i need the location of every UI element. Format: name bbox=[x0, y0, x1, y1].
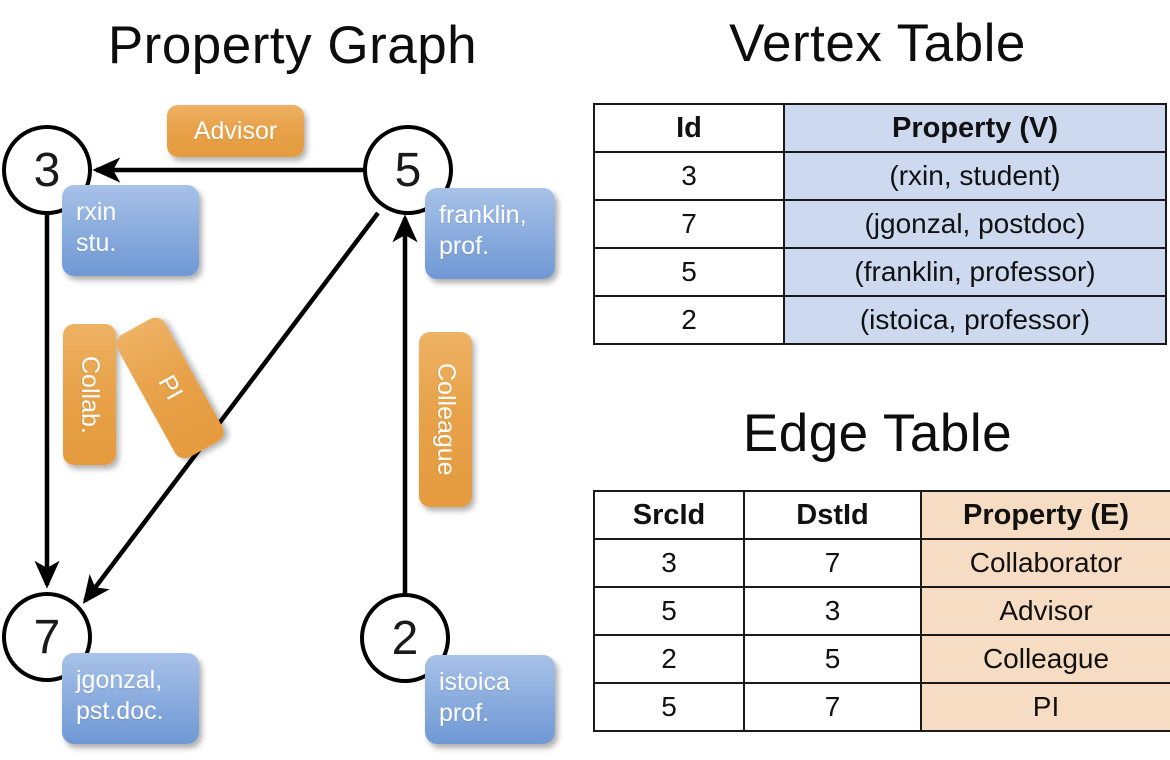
vertex-property-rxin-line2: stu. bbox=[76, 229, 117, 257]
vertex-property-istoica-line2: prof. bbox=[439, 699, 490, 727]
edge-row-3-src: 5 bbox=[593, 682, 745, 732]
edge-row-2-dst: 5 bbox=[743, 634, 922, 684]
edge-row-0-dst: 7 bbox=[743, 538, 922, 588]
edge-label-advisor-text: Advisor bbox=[193, 116, 278, 145]
table-row[interactable]: 2 (istoica, professor) bbox=[593, 295, 1167, 345]
table-row[interactable]: 5 3 Advisor bbox=[593, 586, 1170, 636]
vertex-row-1-property: (jgonzal, postdoc) bbox=[783, 199, 1167, 249]
vertex-property-box-rxin: rxin stu. bbox=[62, 185, 199, 276]
graph-node-3-label: 3 bbox=[33, 143, 61, 197]
vertex-row-1-id: 7 bbox=[593, 199, 785, 249]
edge-row-3-property: PI bbox=[920, 682, 1170, 732]
edge-table-header-property: Property (E) bbox=[920, 490, 1170, 540]
vertex-property-franklin-line1: franklin, bbox=[439, 201, 527, 229]
page-title-vertex-table: Vertex Table bbox=[729, 14, 1026, 73]
property-graph-edges bbox=[34, 157, 418, 604]
graph-node-5-label: 5 bbox=[394, 143, 422, 197]
edge-label-collab-text: Collab. bbox=[76, 355, 104, 434]
graph-node-5[interactable]: 5 bbox=[363, 125, 453, 215]
edge-row-0-property: Collaborator bbox=[920, 538, 1170, 588]
vertex-row-3-property: (istoica, professor) bbox=[783, 295, 1167, 345]
vertex-property-franklin-line2: prof. bbox=[439, 232, 490, 260]
vertex-table-header-id: Id bbox=[593, 103, 785, 153]
vertex-property-box-franklin: franklin, prof. bbox=[425, 188, 555, 279]
table-row[interactable]: 5 (franklin, professor) bbox=[593, 247, 1167, 297]
vertex-property-istoica-line1: istoica bbox=[439, 668, 510, 696]
edge-label-advisor: Advisor bbox=[167, 105, 304, 157]
edge-row-1-dst: 3 bbox=[743, 586, 922, 636]
vertex-row-2-property: (franklin, professor) bbox=[783, 247, 1167, 297]
vertex-row-3-id: 2 bbox=[593, 295, 785, 345]
table-row[interactable]: 3 7 Collaborator bbox=[593, 538, 1170, 588]
edge-label-collab: Collab. bbox=[63, 324, 116, 465]
edge-label-colleague: Colleague bbox=[419, 332, 472, 507]
edge-label-pi-text: PI bbox=[152, 370, 189, 405]
edge-table-header-dstid: DstId bbox=[743, 490, 922, 540]
vertex-table: Id Property (V) 3 (rxin, student) 7 (jgo… bbox=[593, 103, 1167, 345]
table-row[interactable]: 2 5 Colleague bbox=[593, 634, 1170, 684]
vertex-property-rxin-line1: rxin bbox=[76, 198, 117, 226]
vertex-table-header-property: Property (V) bbox=[783, 103, 1167, 153]
vertex-row-2-id: 5 bbox=[593, 247, 785, 297]
vertex-table-header-row: Id Property (V) bbox=[593, 103, 1167, 153]
page-title-edge-table: Edge Table bbox=[742, 404, 1013, 463]
edge-table: SrcId DstId Property (E) 3 7 Collaborato… bbox=[593, 490, 1170, 732]
graph-node-7-label: 7 bbox=[33, 610, 61, 664]
table-row[interactable]: 5 7 PI bbox=[593, 682, 1170, 732]
vertex-property-jgonzal-line2: pst.doc. bbox=[76, 697, 164, 725]
page-title-property-graph: Property Graph bbox=[107, 16, 478, 75]
edge-row-1-src: 5 bbox=[593, 586, 745, 636]
edge-row-1-property: Advisor bbox=[920, 586, 1170, 636]
vertex-property-box-istoica: istoica prof. bbox=[425, 655, 555, 744]
table-row[interactable]: 7 (jgonzal, postdoc) bbox=[593, 199, 1167, 249]
edge-row-2-property: Colleague bbox=[920, 634, 1170, 684]
vertex-row-0-id: 3 bbox=[593, 151, 785, 201]
vertex-property-box-jgonzal: jgonzal, pst.doc. bbox=[62, 653, 199, 744]
edge-table-header-row: SrcId DstId Property (E) bbox=[593, 490, 1170, 540]
edge-row-2-src: 2 bbox=[593, 634, 745, 684]
vertex-property-jgonzal-line1: jgonzal, bbox=[76, 666, 163, 694]
table-row[interactable]: 3 (rxin, student) bbox=[593, 151, 1167, 201]
edge-row-0-src: 3 bbox=[593, 538, 745, 588]
graph-node-2-label: 2 bbox=[391, 611, 419, 665]
vertex-row-0-property: (rxin, student) bbox=[783, 151, 1167, 201]
edge-label-colleague-text: Colleague bbox=[432, 363, 460, 476]
edge-5-to-7 bbox=[82, 211, 380, 604]
edge-table-header-srcid: SrcId bbox=[593, 490, 745, 540]
graph-node-2[interactable]: 2 bbox=[360, 593, 450, 683]
edge-row-3-dst: 7 bbox=[743, 682, 922, 732]
